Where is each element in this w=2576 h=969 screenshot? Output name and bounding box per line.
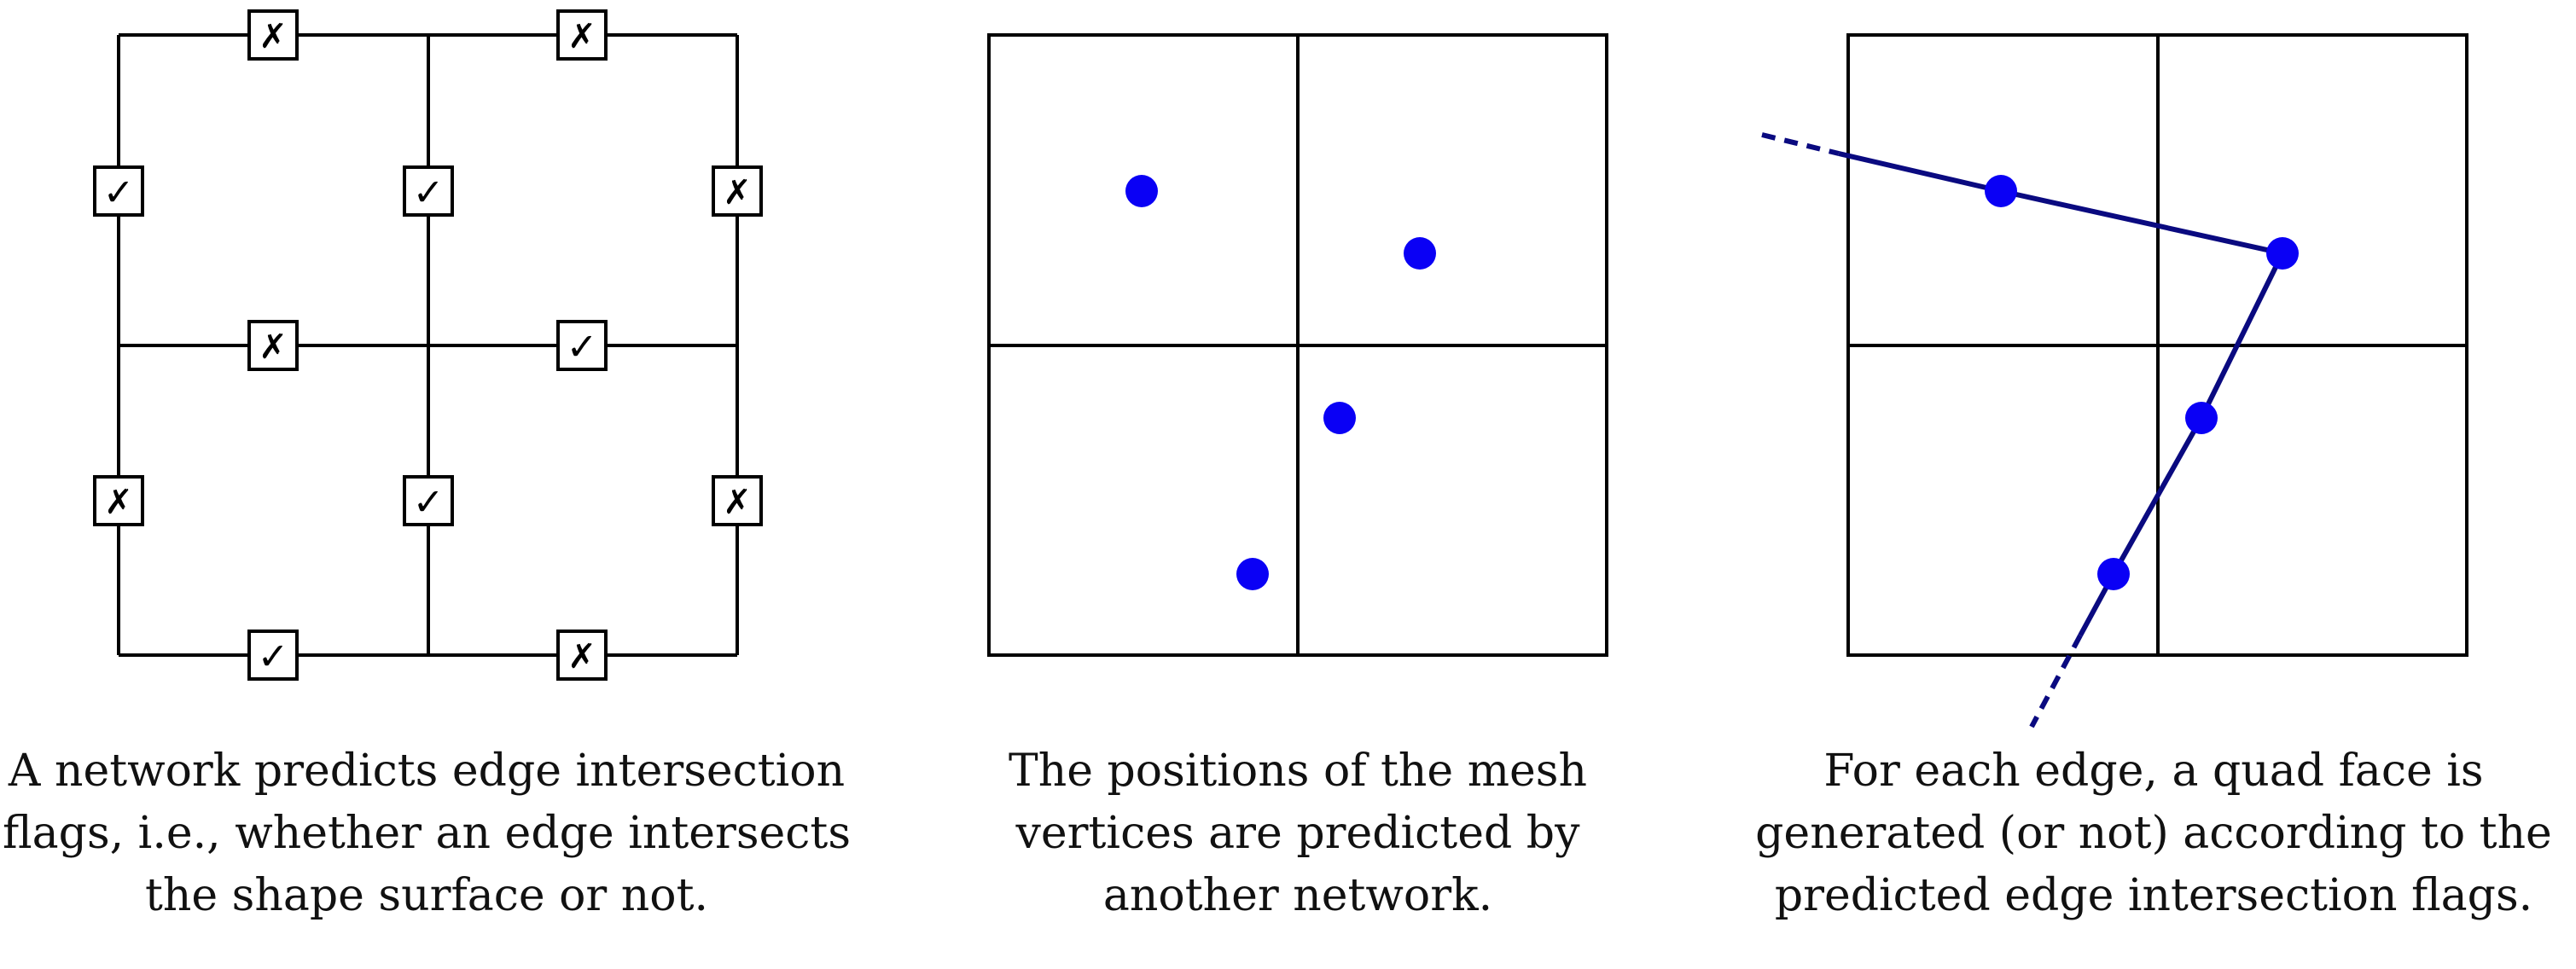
flag-box [712,475,763,526]
check-mark: ✓ [413,171,445,215]
cross-mark: ✗ [259,328,288,367]
faces-caption-line-3: predicted edge intersection flags. [1774,870,2533,921]
vertex-dot [1985,175,2017,207]
vertices-caption: The positions of the mesh vertices are p… [957,740,1639,927]
flags-grid [117,33,739,657]
check-mark: ✓ [567,326,598,369]
check-mark: ✓ [413,481,445,525]
flag-bottom-left-horizontal: ✓ [247,630,299,681]
check-mark: ✓ [103,171,135,215]
faces-panel [1761,33,2468,728]
flag-lower-middle-vertical: ✓ [403,475,454,526]
flag-upper-left-vertical: ✓ [93,165,144,217]
vertices-panel [987,33,1608,657]
vertex-dot [1404,237,1436,270]
cross-mark: ✗ [567,17,596,56]
flag-box [403,475,454,526]
vertex-dot [1236,558,1269,590]
flags-caption: A network predicts edge intersection fla… [0,740,853,927]
flag-box [556,9,608,61]
vertex-dot [2097,558,2130,590]
vertex-dots [1125,175,1436,590]
flag-markers: ✗ ✗ ✓ ✓ ✗ ✗ ✓ ✗ ✓ ✗ ✓ ✗ [93,9,763,681]
flag-box [93,475,144,526]
vertex-dot [1125,175,1158,207]
flags-caption-line-1: A network predicts edge intersection [8,746,846,797]
faces-caption: For each edge, a quad face is generated … [1736,740,2572,927]
flag-top-right-horizontal: ✗ [556,9,608,61]
cross-mark: ✗ [723,173,752,212]
surface-extension-left [1761,132,1840,156]
flag-bottom-right-horizontal: ✗ [556,630,608,681]
flag-middle-right-horizontal: ✓ [556,320,608,371]
flag-upper-right-vertical: ✗ [712,165,763,217]
vertex-dot [1323,402,1356,434]
vertices-caption-line-3: another network. [1102,870,1493,921]
flag-top-left-horizontal: ✗ [247,9,299,61]
surface-vertex-dots [1985,175,2299,590]
flag-box [247,630,299,681]
vertices-caption-line-2: vertices are predicted by [1015,808,1580,859]
faces-caption-line-1: For each edge, a quad face is [1823,746,2484,797]
flag-box [403,165,454,217]
check-mark: ✓ [258,635,289,679]
faces-grid [1846,33,2468,657]
surface-extension-bottom [2029,634,2083,728]
flag-box [712,165,763,217]
flag-lower-left-vertical: ✗ [93,475,144,526]
vertex-dot [2266,237,2299,270]
vertices-caption-line-1: The positions of the mesh [1009,746,1587,797]
flags-caption-line-3: the shape surface or not. [144,870,709,921]
faces-caption-line-2: generated (or not) according to the [1755,808,2552,859]
cross-mark: ✗ [104,483,133,522]
cross-mark: ✗ [723,483,752,522]
flag-box [556,630,608,681]
cross-mark: ✗ [567,637,596,676]
surface-polyline [1838,151,2287,637]
flag-box [247,9,299,61]
flag-box [247,320,299,371]
flag-lower-right-vertical: ✗ [712,475,763,526]
cross-mark: ✗ [259,17,288,56]
flags-panel: ✗ ✗ ✓ ✓ ✗ ✗ ✓ ✗ ✓ ✗ ✓ ✗ [93,9,763,681]
flag-upper-middle-vertical: ✓ [403,165,454,217]
vertex-dot [2185,402,2218,434]
flag-box [93,165,144,217]
vertices-grid [987,33,1608,657]
flag-middle-left-horizontal: ✗ [247,320,299,371]
flags-caption-line-2: flags, i.e., whether an edge intersects [2,808,852,859]
flag-box [556,320,608,371]
